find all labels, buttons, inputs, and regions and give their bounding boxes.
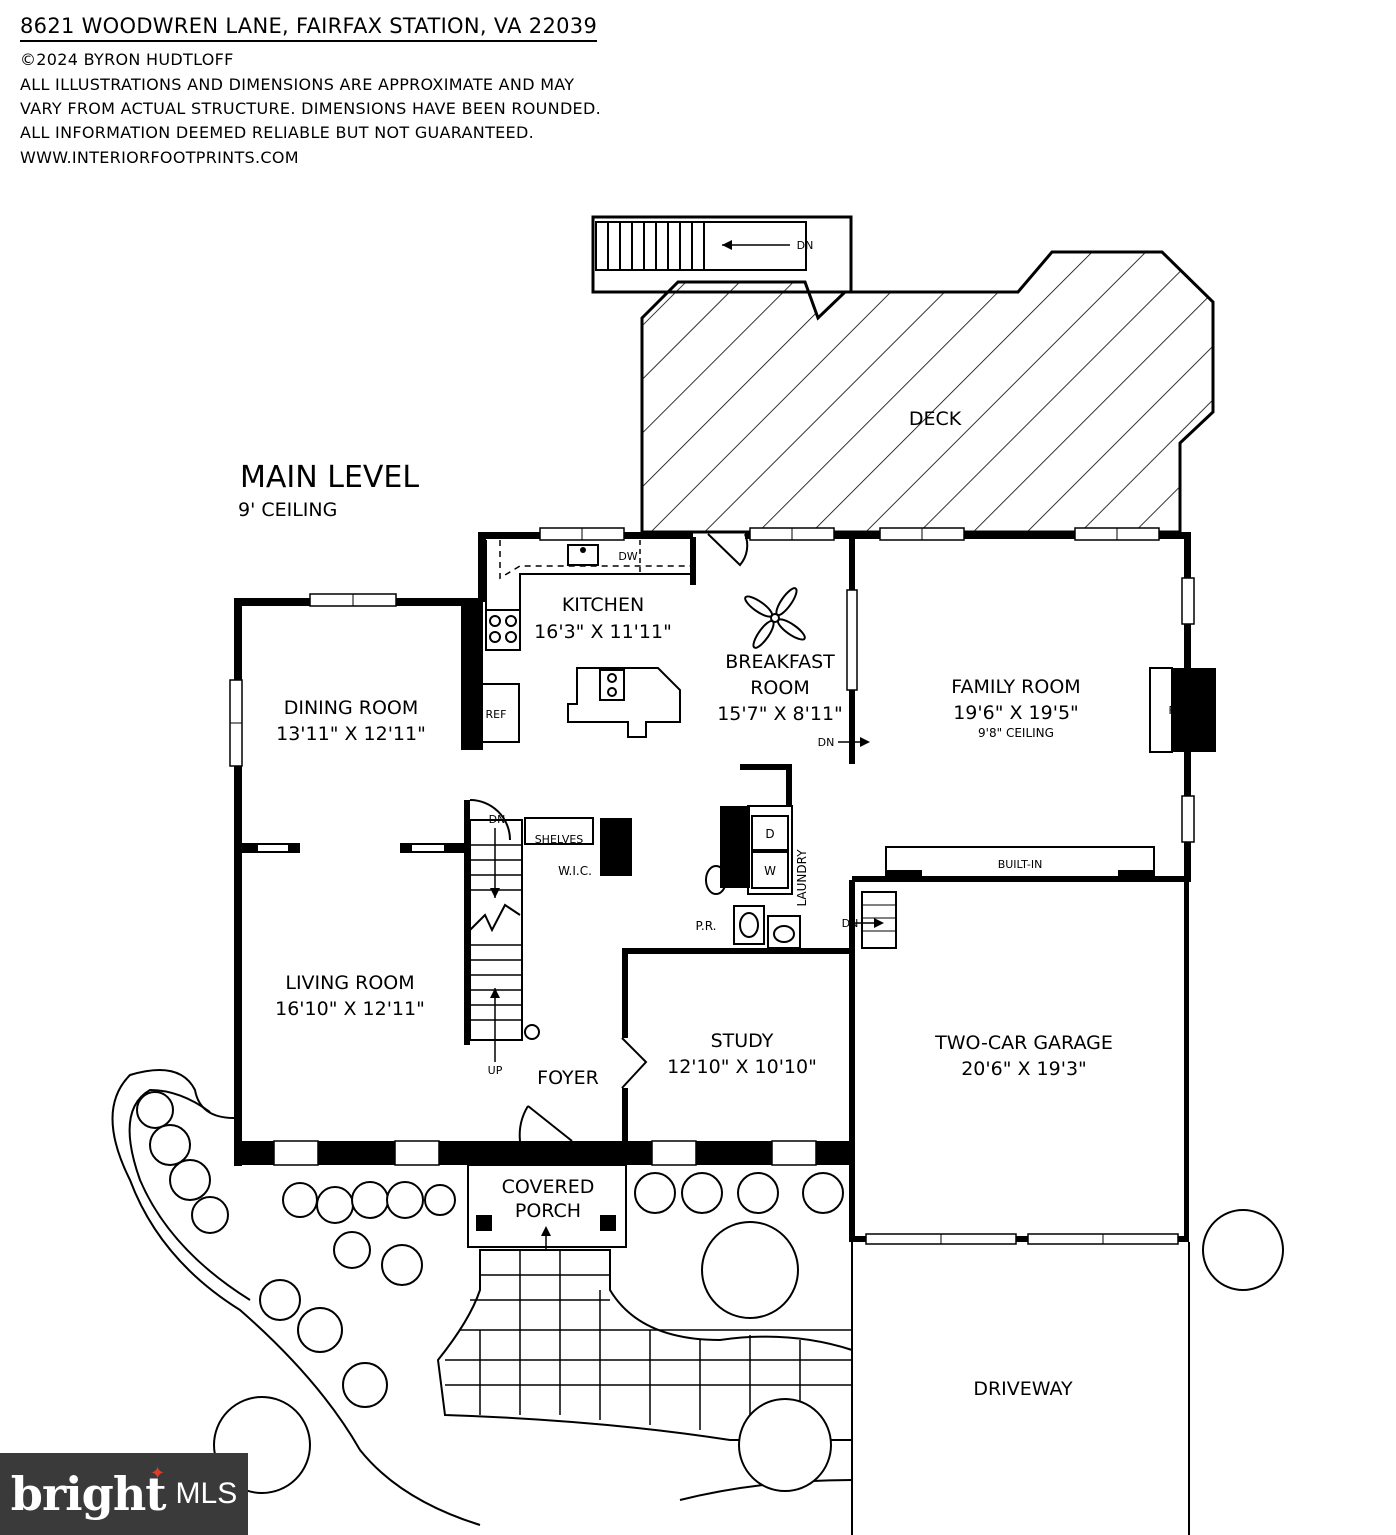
level-title: MAIN LEVEL: [240, 460, 419, 495]
shelves-label: SHELVES: [535, 833, 584, 846]
garage-dims: 20'6" X 19'3": [961, 1058, 1087, 1080]
family-room-ceiling: 9'8" CEILING: [978, 726, 1054, 740]
kitchen-counters: DW REF: [472, 540, 690, 743]
study-label: STUDY: [711, 1030, 774, 1052]
stone-walkway: [436, 1249, 853, 1441]
watermark-suffix: MLS: [175, 1477, 238, 1510]
deck-label: DECK: [909, 408, 962, 430]
dryer-label: D: [765, 827, 774, 841]
covered-porch: UP: [467, 1164, 627, 1275]
living-room-label: LIVING ROOM: [285, 972, 414, 994]
family-room-dims: 19'6" X 19'5": [953, 702, 1079, 724]
ceiling-note: 9' CEILING: [238, 499, 337, 521]
breakfast-label-1: BREAKFAST: [725, 651, 835, 673]
refrigerator-icon: [472, 683, 520, 743]
main-stairs-dn-label: DN: [489, 813, 506, 826]
landscaping-shrubs: [136, 1091, 1284, 1494]
fireplace-label: FP: [1169, 704, 1182, 717]
porch-label-1: COVERED: [502, 1176, 595, 1198]
living-room-dims: 16'10" X 12'11": [275, 998, 425, 1020]
disclaimer-line-3: ALL INFORMATION DEEMED RELIABLE BUT NOT …: [20, 123, 534, 142]
breakfast-label-2: ROOM: [750, 677, 810, 699]
watermark-brand: bright: [10, 1467, 167, 1521]
main-stairs-up-label: UP: [488, 1064, 503, 1077]
foyer-label: FOYER: [537, 1067, 599, 1089]
kitchen-dims: 16'3" X 11'11": [534, 621, 672, 643]
powder-room: P.R.: [696, 865, 765, 945]
wic-label: W.I.C.: [558, 864, 592, 878]
washer-label: W: [764, 864, 776, 878]
main-staircase: DN UP: [469, 813, 540, 1077]
copyright-text: ©2024 BYRON HUDTLOFF: [20, 50, 234, 69]
laundry-area: D W LAUNDRY: [751, 815, 809, 949]
dining-room-label: DINING ROOM: [284, 697, 419, 719]
deck-stairs-dn-label: DN: [797, 239, 814, 252]
kitchen-island: [567, 667, 681, 738]
fireplace: FP: [1149, 667, 1216, 753]
garage-dn-label: DN: [842, 917, 859, 930]
doors: [469, 533, 749, 1142]
exterior-walls: [234, 532, 1191, 1242]
family-dn-arrow: DN: [818, 736, 870, 749]
family-dn-label: DN: [818, 736, 835, 749]
breakfast-dims: 15'7" X 8'11": [717, 703, 843, 725]
address-title: 8621 WOODWREN LANE, FAIRFAX STATION, VA …: [20, 14, 598, 42]
website-text: WWW.INTERIORFOOTPRINTS.COM: [20, 148, 299, 167]
dishwasher-label: DW: [618, 550, 637, 563]
garage-stairs: DN: [842, 891, 897, 949]
disclaimer-line-2: VARY FROM ACTUAL STRUCTURE. DIMENSIONS H…: [20, 99, 601, 118]
built-in-label: BUILT-IN: [998, 858, 1043, 871]
porch-label-2: PORCH: [515, 1200, 581, 1222]
toilet-icon: [705, 865, 727, 895]
garage-label: TWO-CAR GARAGE: [934, 1032, 1113, 1054]
spark-icon: ✦: [150, 1463, 166, 1484]
refrigerator-label: REF: [486, 708, 507, 721]
windows: [229, 527, 1195, 1245]
driveway-label: DRIVEWAY: [973, 1378, 1073, 1400]
interior-walls: [242, 537, 1189, 1143]
sink-icon: [567, 544, 599, 566]
deck-stairs: [591, 215, 853, 294]
study-dims: 12'10" X 10'10": [667, 1056, 817, 1078]
kitchen-label: KITCHEN: [562, 594, 644, 616]
deck: DN: [591, 215, 1215, 534]
mls-watermark: bright ✦ MLS: [0, 1453, 248, 1535]
family-room-label: FAMILY ROOM: [951, 676, 1080, 698]
built-in-cabinet: BUILT-IN: [885, 846, 1155, 878]
disclaimer-line-1: ALL ILLUSTRATIONS AND DIMENSIONS ARE APP…: [20, 75, 575, 94]
powder-room-label: P.R.: [696, 919, 717, 933]
cooktop-icon: [485, 609, 521, 651]
ceiling-fan-icon: [744, 587, 806, 649]
laundry-label: LAUNDRY: [795, 849, 809, 907]
dining-room-dims: 13'11" X 12'11": [276, 723, 426, 745]
